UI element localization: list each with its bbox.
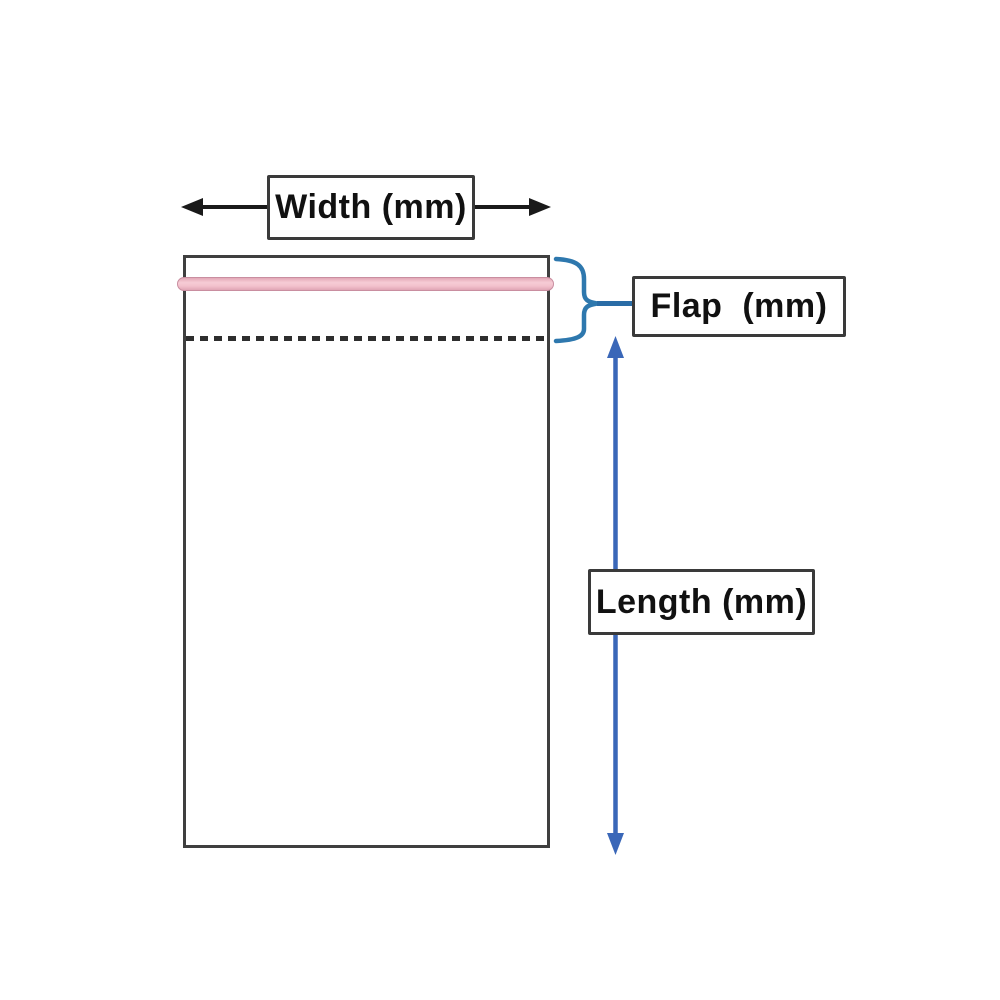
bag-outline <box>183 255 550 848</box>
width-arrow-right <box>469 198 551 216</box>
width-label-box: Width (mm) <box>267 175 475 240</box>
length-label-box: Length (mm) <box>588 569 815 635</box>
fold-line-dotted <box>186 336 546 341</box>
flap-label: Flap (mm) <box>650 287 828 325</box>
width-label: Width (mm) <box>275 188 467 226</box>
length-label: Length (mm) <box>595 582 808 621</box>
flap-brace <box>553 256 600 344</box>
adhesive-strip <box>177 277 554 291</box>
flap-label-box: Flap (mm) <box>632 276 846 337</box>
width-arrow-left <box>181 198 268 216</box>
